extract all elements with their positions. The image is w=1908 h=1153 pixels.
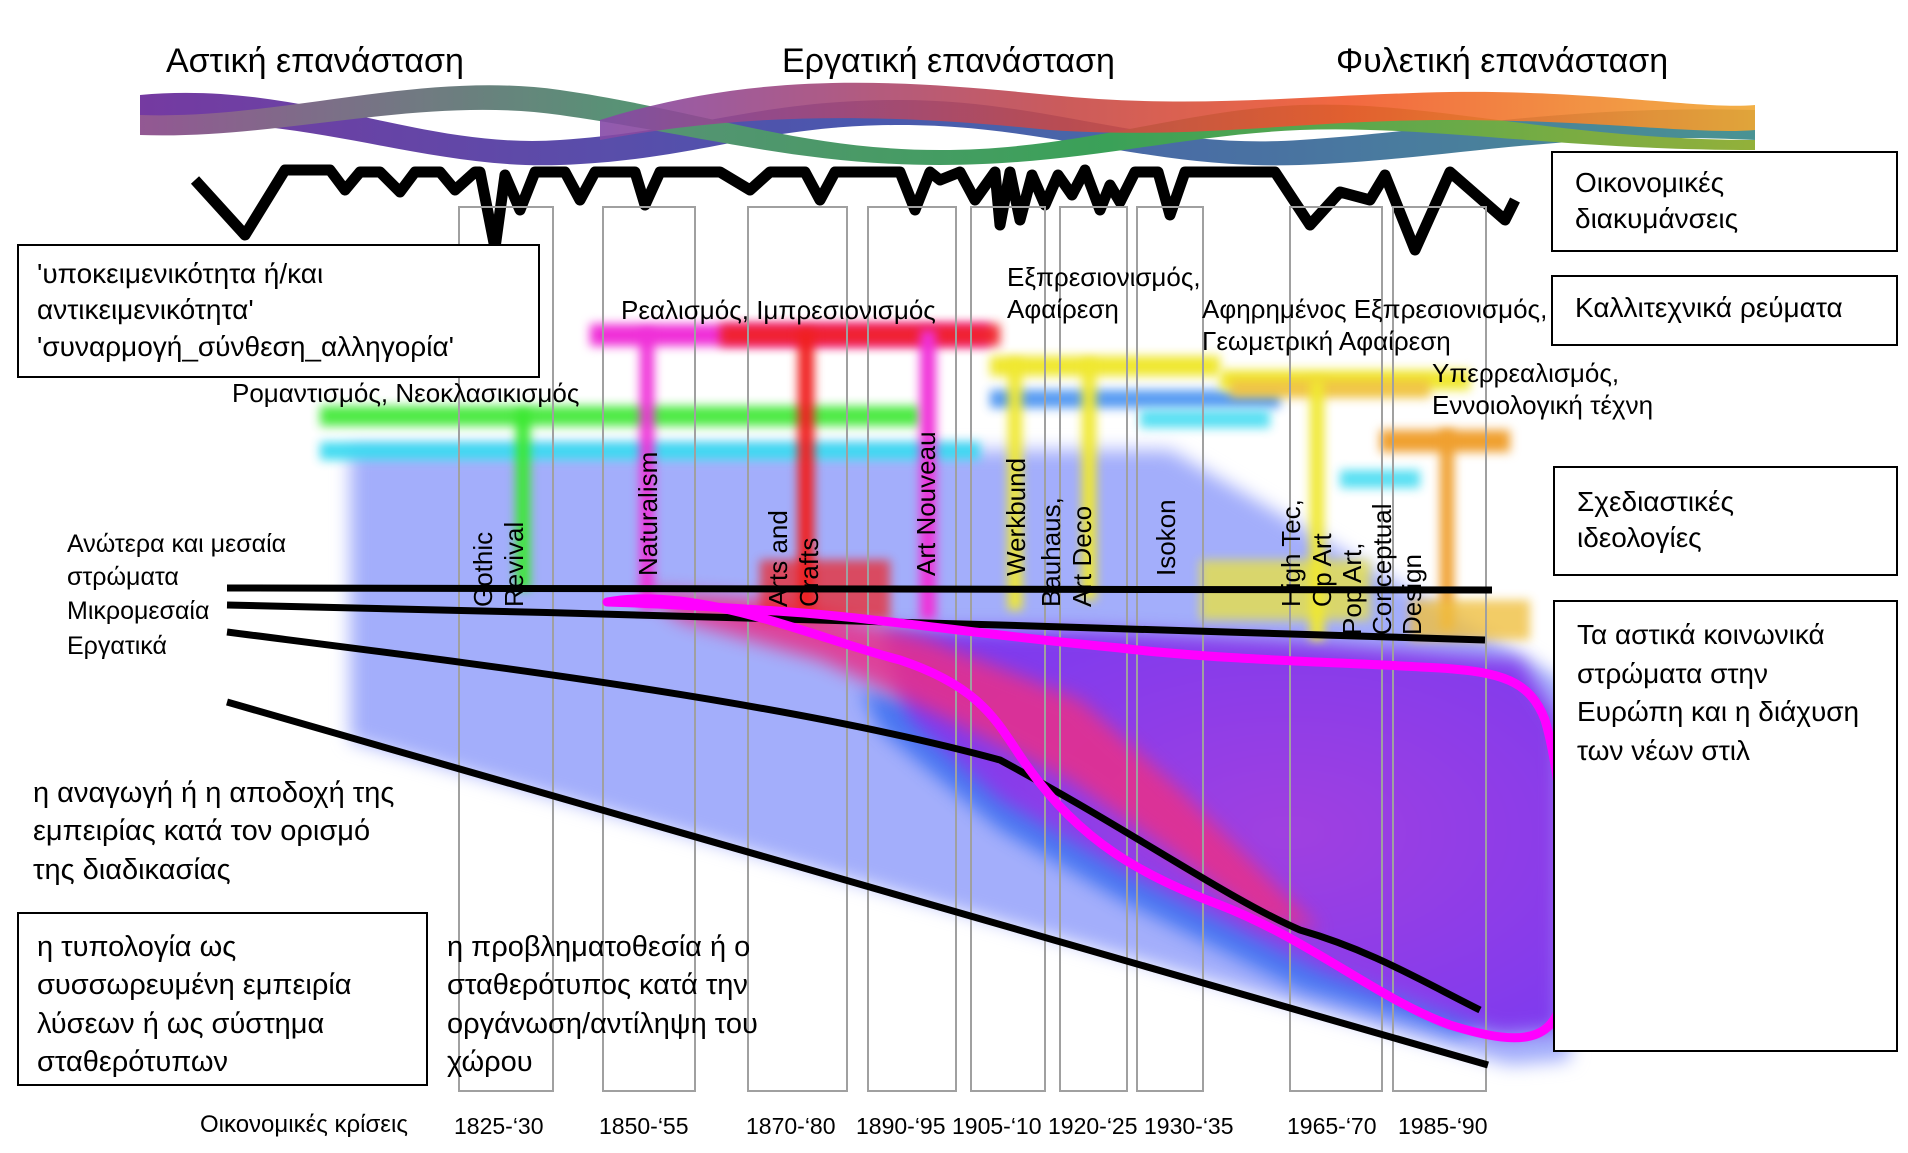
design-ideologies-box: Σχεδιαστικές ιδεολογίες — [1553, 466, 1898, 576]
typology-box: η τυπολογία ως συσσωρευμένη εμπειρία λύσ… — [17, 912, 428, 1086]
crisis-period: 1920-‘25 — [1048, 1113, 1138, 1139]
stratum-working-label: Εργατικά — [67, 632, 167, 660]
social-strata-box: Τα αστικά κοινωνικά στρώματα στην Ευρώπη… — [1553, 600, 1898, 1052]
crisis-period: 1870-‘80 — [746, 1113, 836, 1139]
movement-romanticism: Ρομαντισμός, Νεοκλασικισμός — [232, 378, 580, 408]
style-werkbund: Werkbund — [1001, 457, 1031, 576]
movement-bars — [320, 324, 1530, 640]
crises-label: Οικονομικές κρίσεις — [200, 1111, 408, 1138]
style-arts-and-crafts: Arts and Crafts — [763, 510, 824, 607]
movement-surrealism: Υπερρεαλισμός, Εννοιολογική τέχνη — [1432, 358, 1654, 420]
subjectivity-box: 'υποκειμενικότητα ή/και αντικειμενικότητ… — [17, 244, 540, 378]
style-bauhaus-art-deco: Bauhaus, Art Deco — [1036, 497, 1097, 607]
style-art-nouveau: Art Nouveau — [911, 431, 941, 576]
revolution-ribbon — [140, 82, 1755, 166]
crisis-period: 1890-‘95 — [856, 1113, 946, 1139]
crisis-period: 1965-‘70 — [1287, 1113, 1377, 1139]
movement-abstract-expressionism: Αφηρημένος Εξπρεσιονισμός, Γεωμετρική Αφ… — [1202, 294, 1548, 356]
style-gothic-revival: Gothic Revival — [468, 521, 529, 607]
strata-lines — [226, 584, 1493, 1069]
style-high-tec-op-art: High Tec, Op Art — [1276, 499, 1337, 607]
revolution-title-racial: Φυλετική επανάσταση — [1336, 42, 1669, 80]
economic-fluctuations-box: Οικονομικές διακυμάνσεις — [1551, 151, 1898, 252]
stratum-upper-label: Ανώτερα και μεσαία στρώματα — [67, 530, 287, 591]
style-naturalism: Naturalism — [633, 451, 663, 576]
stratum-lower-middle-label: Μικρομεσαία — [67, 597, 210, 625]
style-pop-art-conceptual: Pop Art, Conceptual Design — [1337, 503, 1427, 635]
revolution-title-bourgeois: Αστική επανάσταση — [166, 42, 464, 80]
crisis-period: 1985-‘90 — [1398, 1113, 1488, 1139]
art-movements-box: Καλλιτεχνικά ρεύματα — [1551, 275, 1898, 346]
crisis-period: 1905-‘10 — [952, 1113, 1042, 1139]
crisis-period: 1825-‘30 — [454, 1113, 544, 1139]
crisis-period: 1850-‘55 — [599, 1113, 689, 1139]
style-isokon: Isokon — [1151, 499, 1181, 576]
strata-magenta-streak — [640, 590, 1320, 930]
economic-fluctuation-line — [190, 164, 1520, 256]
note-problem: η προβληματοθεσία ή ο σταθερότυπος κατά … — [447, 931, 758, 1078]
crisis-period: 1930-‘35 — [1144, 1113, 1234, 1139]
movement-expressionism: Εξπρεσιονισμός, Αφαίρεση — [1007, 262, 1201, 324]
revolution-title-workers: Εργατική επανάσταση — [782, 42, 1115, 80]
note-experience: η αναγωγή ή η αποδοχή της εμπειρίας κατά… — [33, 777, 395, 886]
movement-realism: Ρεαλισμός, Ιμπρεσιονισμός — [621, 295, 936, 325]
